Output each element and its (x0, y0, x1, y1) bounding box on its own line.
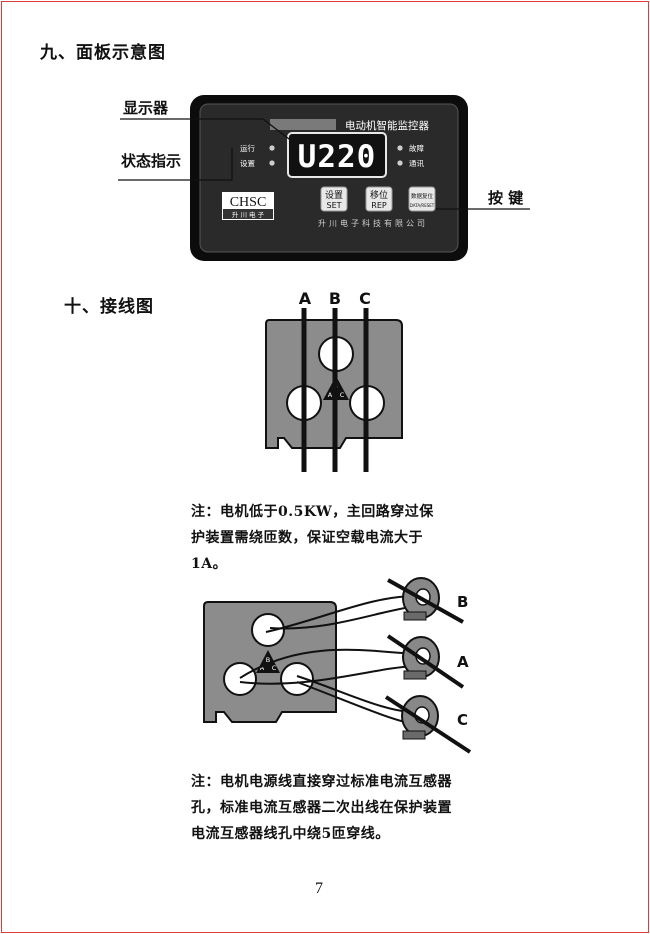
set-button-label-cn: 设置 (325, 190, 343, 201)
device-triangle-label-a: A (260, 664, 265, 672)
device-title: 电动机智能监控器 (345, 119, 429, 132)
primary-cable-b (387, 578, 464, 624)
callout-status-label: 状态指示 (121, 152, 181, 170)
wiring-diagram-ct: B A C B A C (203, 577, 472, 754)
section-9-title: 九、面板示意图 (40, 43, 166, 63)
brand-logo-band (223, 209, 273, 219)
ct-label-a: A (457, 653, 469, 671)
data-reset-button-label-en: DATA/RESET (410, 203, 435, 208)
note-1: 注：电机低于0.5KW，主回路穿过保 护装置需绕匝数，保证空载电流大于 1A。 (191, 499, 434, 577)
led-set-indicator (269, 160, 275, 166)
phase-c-label: C (359, 289, 371, 308)
secondary-wire-a1 (239, 648, 414, 679)
note-2-line-3: 电流互感器线孔中绕5匝穿线。 (191, 826, 390, 842)
device-triangle-label-c: C (272, 664, 277, 672)
phase-b-label: B (329, 289, 341, 308)
callout-keys-label: 按 键 (488, 189, 523, 207)
display-frame (287, 132, 387, 178)
ct-b (387, 577, 464, 624)
company-name: 升川电子科技有限公司 (318, 218, 428, 228)
callout-status-line (118, 148, 233, 181)
wiring-diagram-direct: A B C B A C (265, 289, 403, 472)
note-1-line-3: 1A。 (191, 556, 228, 572)
shift-button-face[interactable] (365, 186, 393, 212)
primary-cable-c (384, 695, 472, 754)
brand-logo-subtext: 升 川 电 子 (232, 210, 265, 219)
set-button-face[interactable] (320, 186, 348, 212)
display-readout: U220 (298, 139, 377, 175)
ct-a (386, 634, 465, 689)
panel-callouts: 显示器 状态指示 按 键 (118, 99, 530, 210)
ct-c (384, 695, 472, 754)
panel-diagram: 电动机智能监控器 U220 运行 设置 故障 通讯 CHSC 升 川 电 子 设… (190, 95, 468, 261)
set-button-label-en: SET (326, 201, 341, 210)
device-hole-b (251, 613, 285, 647)
device-hole-a (223, 662, 257, 696)
triangle-label-a: A (328, 391, 333, 399)
led-comm-label: 通讯 (409, 158, 424, 168)
callout-display-label: 显示器 (123, 99, 169, 117)
secondary-wire-a2 (239, 665, 417, 685)
secondary-wire-b1 (265, 595, 416, 633)
ct-label-c: C (457, 711, 468, 729)
callout-display-line (120, 118, 294, 143)
shift-button-label-cn: 移位 (370, 189, 388, 201)
shift-button[interactable]: 移位 REP (365, 186, 393, 212)
led-run-indicator (269, 145, 275, 151)
page-number: 7 (315, 880, 323, 897)
ct-label-b: B (457, 593, 468, 611)
note-2: 注：电机电源线直接穿过标准电流互感器 孔，标准电流互感器二次出线在保护装置 电流… (191, 769, 452, 847)
phase-a-label: A (299, 289, 312, 308)
data-reset-button[interactable]: 数据复位 DATA/RESET (408, 186, 436, 212)
led-run-label: 运行 (240, 143, 255, 153)
note-2-line-2: 孔，标准电流互感器二次出线在保护装置 (191, 800, 452, 816)
note-1-line-1: 注：电机低于0.5KW，主回路穿过保 (191, 504, 434, 520)
data-reset-button-label-cn: 数据复位 (411, 192, 434, 200)
device-hole-c (280, 662, 314, 696)
led-fault-indicator (397, 145, 403, 151)
brand-logo-text: CHSC (230, 195, 267, 210)
led-comm-indicator (397, 160, 403, 166)
note-2-line-1: 注：电机电源线直接穿过标准电流互感器 (191, 774, 452, 790)
note-1-line-2: 护装置需绕匝数，保证空载电流大于 (191, 530, 423, 546)
secondary-wire-c1 (296, 675, 412, 713)
primary-cable-a (386, 634, 465, 689)
triangle-label-c: C (340, 391, 345, 399)
data-reset-button-face[interactable] (408, 186, 436, 212)
led-set-label: 设置 (240, 158, 255, 168)
shift-button-label-en: REP (371, 201, 387, 210)
panel-window (270, 119, 336, 130)
set-button[interactable]: 设置 SET (320, 186, 348, 212)
section-10-title: 十、接线图 (64, 297, 154, 317)
device-triangle-label-b: B (266, 656, 270, 664)
led-fault-label: 故障 (409, 143, 424, 153)
